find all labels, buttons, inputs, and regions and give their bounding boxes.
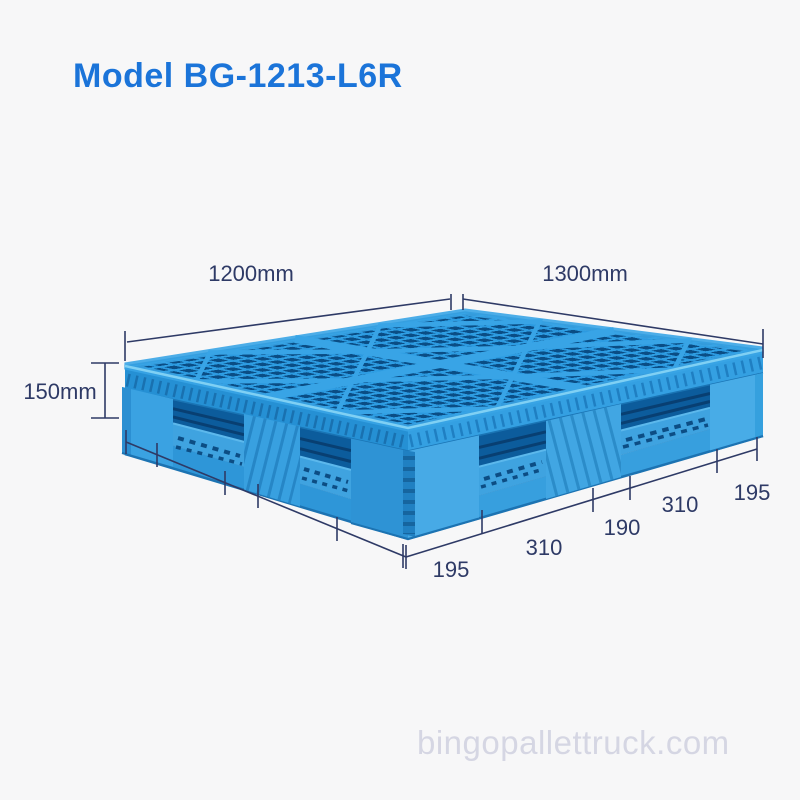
dimension-segment-label: 195 — [433, 557, 470, 582]
pallet-fork-opening — [172, 399, 245, 467]
dimension-label-1200mm: 1200mm — [208, 261, 294, 286]
dimension-height-150: 150mm — [23, 362, 119, 419]
page-title: Model BG-1213-L6R — [73, 57, 403, 95]
dimension-label-150mm: 150mm — [23, 379, 96, 404]
dimension-annotations: 1200mm 1300mm 150mm — [23, 261, 770, 582]
dimension-top-left-1200: 1200mm — [124, 261, 452, 361]
pallet-illustration — [121, 308, 764, 541]
dimension-segment-label: 195 — [734, 480, 771, 505]
dimension-segment-label: 190 — [604, 515, 641, 540]
watermark: bingopallettruck.com — [417, 724, 730, 761]
dimension-segment-label: 310 — [662, 492, 699, 517]
pallet-fork-opening — [620, 384, 711, 455]
pallet-deck-edge-band — [124, 350, 764, 452]
pallet-fork-opening — [299, 427, 352, 499]
pallet-top-deck — [124, 308, 764, 432]
dimension-label-1300mm: 1300mm — [542, 261, 628, 286]
dimension-top-right-1300: 1300mm — [462, 261, 764, 358]
pallet-legs — [121, 373, 764, 541]
dimension-bottom-left-edge — [125, 430, 407, 568]
pallet-fork-opening — [478, 420, 547, 496]
dimension-segment-label: 310 — [526, 535, 563, 560]
dimension-bottom-right-edge: 195 310 190 310 195 — [405, 437, 771, 582]
